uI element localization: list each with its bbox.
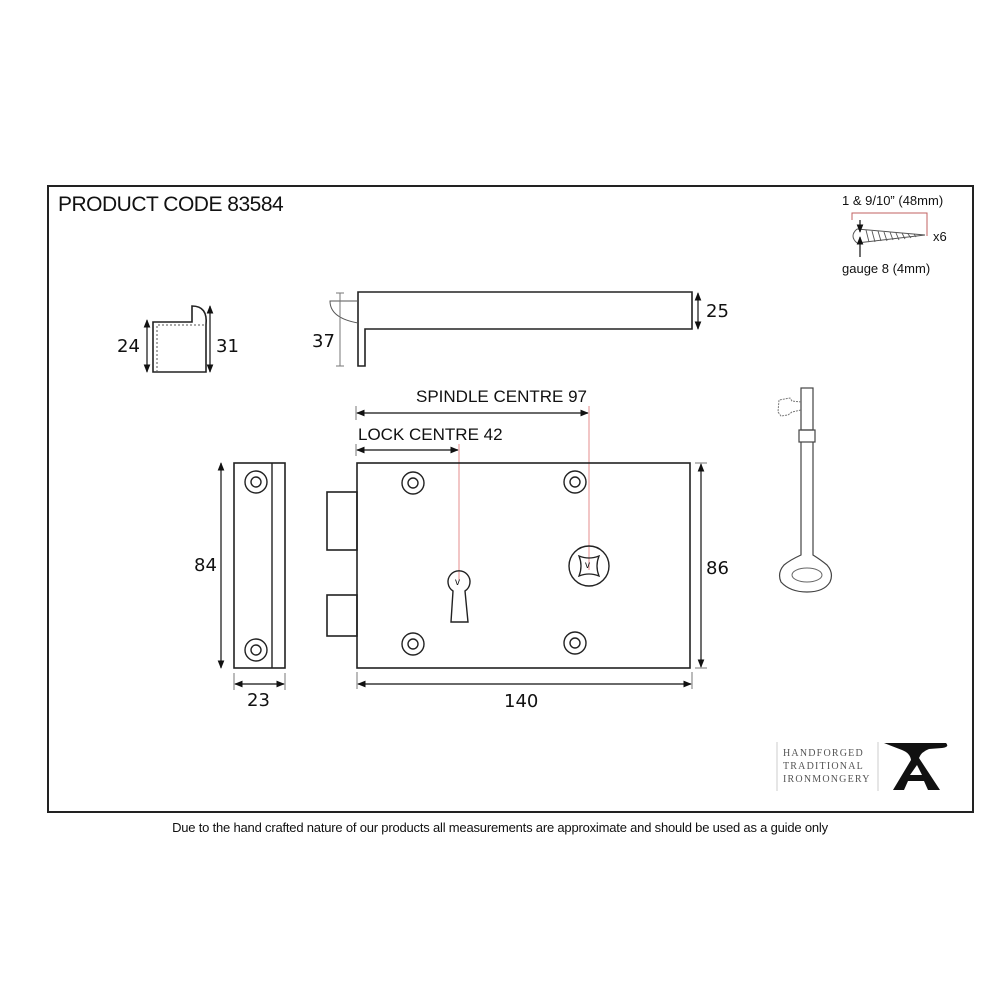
brand-logo: HANDFORGED TRADITIONAL IRONMONGERY: [776, 742, 948, 791]
screw-hole-icon: [563, 631, 587, 655]
dead-bolt: [326, 594, 358, 637]
screw-hole-icon: [244, 470, 268, 494]
svg-text:v: v: [455, 577, 460, 588]
svg-text:v: v: [585, 560, 590, 571]
keep-outer-height: 31: [216, 336, 239, 357]
keep-profile: 24 31: [117, 305, 239, 373]
screw-gauge-label: gauge 8 (4mm): [842, 261, 930, 276]
product-code: PRODUCT CODE 83584: [58, 193, 284, 216]
logo-line-3: IRONMONGERY: [783, 774, 871, 785]
screw-icon: [852, 228, 926, 244]
logo-line-1: HANDFORGED: [783, 748, 864, 759]
striker-plate: 84 23: [194, 462, 286, 711]
striker-height: 84: [194, 555, 217, 576]
screw-quantity: x6: [933, 229, 947, 244]
lock-width: 140: [504, 691, 538, 712]
lock-body: v v 86 140: [326, 462, 729, 712]
staple-depth: 37: [312, 331, 335, 352]
lock-height: 86: [706, 558, 729, 579]
screw-hole-icon: [244, 638, 268, 662]
screw-spec: 1 & 9/10” (48mm) x6 gauge 8 (4mm): [842, 193, 947, 276]
staple-profile: 37 25: [312, 291, 729, 367]
spindle-centre-label: SPINDLE CENTRE 97: [416, 387, 587, 406]
screw-length-label: 1 & 9/10” (48mm): [842, 193, 943, 208]
logo-line-2: TRADITIONAL: [783, 761, 864, 772]
latch-bolt: [326, 491, 358, 551]
keyhole-icon: [447, 570, 471, 623]
keep-inner-height: 24: [117, 336, 140, 357]
centre-dimensions: SPINDLE CENTRE 97 LOCK CENTRE 42: [355, 387, 590, 580]
lock-centre-label: LOCK CENTRE 42: [358, 425, 503, 444]
screw-hole-icon: [563, 470, 587, 494]
striker-width: 23: [247, 690, 270, 711]
screw-hole-icon: [401, 632, 425, 656]
drawing-frame: [47, 185, 974, 813]
screw-hole-icon: [401, 471, 425, 495]
staple-height: 25: [706, 301, 729, 322]
key-icon: [777, 387, 833, 593]
disclaimer: Due to the hand crafted nature of our pr…: [172, 820, 828, 835]
anvil-logo-icon: [884, 743, 948, 790]
spindle-hole-icon: [568, 545, 610, 587]
screw-length-bracket: [851, 212, 928, 236]
